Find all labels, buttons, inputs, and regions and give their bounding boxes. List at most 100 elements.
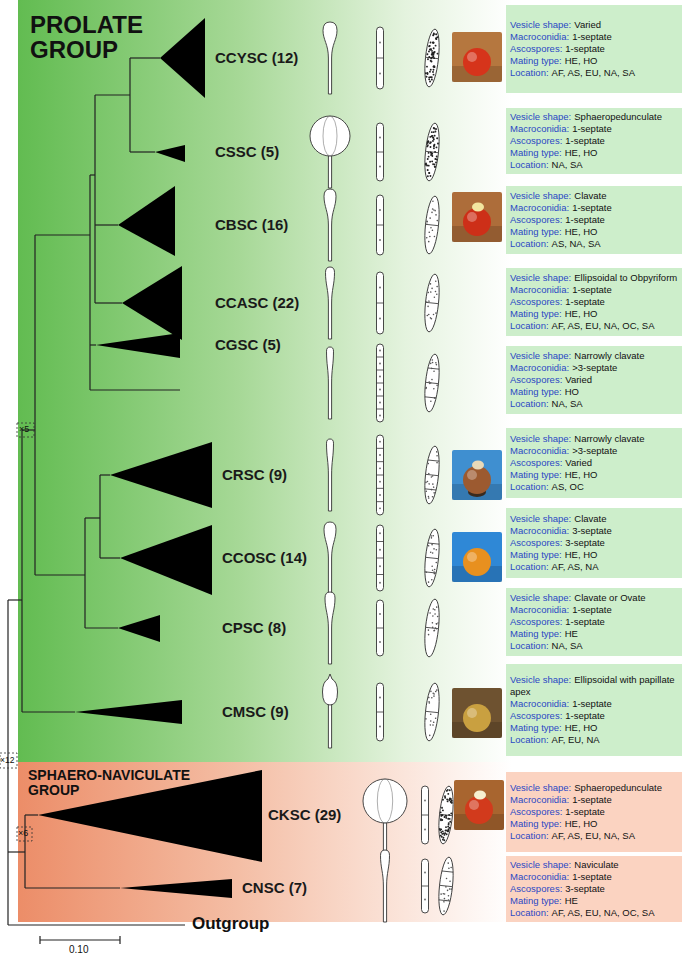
trait-line: Vesicle shape:Clavate — [510, 190, 678, 202]
trait-value: 1-septate — [572, 871, 612, 882]
trait-label: Macroconidia: — [510, 362, 569, 373]
trait-value: Varied — [565, 374, 592, 385]
trait-line: Ascospores:1-septate — [510, 135, 678, 147]
trait-label: Macroconidia: — [510, 31, 569, 42]
trait-label: Mating type: — [510, 147, 562, 158]
trait-label: Location: — [510, 398, 549, 409]
trait-line: Mating type:HE, HO — [510, 722, 678, 734]
trait-label: Location: — [510, 561, 549, 572]
trait-label: Vesicle shape: — [510, 513, 571, 524]
trait-line: Vesicle shape:Ellipsoidal to Obpyriform — [510, 272, 678, 284]
trait-label: Macroconidia: — [510, 284, 569, 295]
trait-label: Vesicle shape: — [510, 190, 571, 201]
trait-value: Varied — [565, 457, 592, 468]
trait-line: Location:NA, SA — [510, 640, 678, 652]
trait-label: Location: — [510, 734, 549, 745]
trait-line: Macroconidia:1-septate — [510, 871, 678, 883]
clade-node: CKSC (29) — [38, 770, 343, 862]
trait-box: Vesicle shape:Clavate or OvateMacroconid… — [506, 588, 682, 656]
trait-box: Vesicle shape:SphaeropedunculateMacrocon… — [506, 108, 682, 174]
trait-label: Vesicle shape: — [510, 782, 571, 793]
trait-label: Location: — [510, 67, 549, 78]
trait-label: Macroconidia: — [510, 525, 569, 536]
trait-label: Ascospores: — [510, 883, 562, 894]
trait-value: HE, HO — [565, 226, 598, 237]
trait-label: Mating type: — [510, 386, 562, 397]
break-label: ×12 — [0, 755, 14, 765]
trait-value: HE — [565, 895, 578, 906]
clade-node: CNSC (7) — [120, 879, 309, 898]
trait-line: Vesicle shape:Clavate — [510, 513, 678, 525]
trait-value: Varied — [574, 19, 601, 30]
trait-line: Mating type:HE, HO — [510, 469, 678, 481]
trait-label: Ascospores: — [510, 616, 562, 627]
trait-line: Vesicle shape:Ellipsoidal with papillate… — [510, 674, 678, 698]
trait-box: Vesicle shape:Narrowly clavateMacroconid… — [506, 428, 682, 498]
trait-line: Macroconidia:1-septate — [510, 794, 678, 806]
trait-line: Ascospores:Varied — [510, 374, 678, 386]
trait-label: Location: — [510, 640, 549, 651]
trait-line: Ascospores:1-septate — [510, 296, 678, 308]
trait-line: Vesicle shape:Sphaeropedunculate — [510, 782, 678, 794]
trait-line: Location:AF, AS, EU, NA, OC, SA — [510, 320, 678, 332]
clade-name: CCASC (22) — [215, 294, 299, 311]
trait-value: 1-septate — [565, 806, 605, 817]
collapsed-clade-triangle — [110, 442, 212, 508]
trait-label: Mating type: — [510, 895, 562, 906]
trait-value: 1-septate — [565, 214, 605, 225]
clade-name: CRSC (9) — [222, 466, 287, 483]
trait-label: Mating type: — [510, 469, 562, 480]
clade-node: CRSC (9) — [110, 442, 289, 508]
trait-line: Vesicle shape:Sphaeropedunculate — [510, 111, 678, 123]
trait-label: Macroconidia: — [510, 202, 569, 213]
trait-label: Mating type: — [510, 55, 562, 66]
clade-node: CCOSC (14) — [120, 525, 309, 595]
trait-value: AS, OC — [552, 481, 584, 492]
trait-label: Ascospores: — [510, 537, 562, 548]
trait-value: NA, SA — [552, 398, 583, 409]
trait-value: >3-septate — [572, 362, 617, 373]
trait-box: Vesicle shape:Ellipsoidal with papillate… — [506, 664, 682, 756]
trait-line: Location:AF, AS, NA — [510, 561, 678, 573]
trait-value: HE, HO — [565, 147, 598, 158]
branch-break-box — [0, 753, 17, 768]
trait-value: Clavate — [574, 513, 606, 524]
trait-line: Mating type:HE, HO — [510, 308, 678, 320]
trait-value: AF, AS, EU, NA, SA — [552, 830, 635, 841]
trait-value: AF, AS, EU, NA, OC, SA — [552, 320, 655, 331]
trait-label: Vesicle shape: — [510, 272, 571, 283]
trait-line: Vesicle shape:Naviculate — [510, 859, 678, 871]
trait-line: Mating type:HE, HO — [510, 55, 678, 67]
trait-value: >3-septate — [572, 445, 617, 456]
trait-label: Location: — [510, 481, 549, 492]
clade-node: CBSC (16) — [118, 186, 290, 256]
trait-box: Vesicle shape:ClavateMacroconidia:3-sept… — [506, 508, 682, 578]
trait-value: 1-septate — [572, 698, 612, 709]
trait-line: Macroconidia:>3-septate — [510, 445, 678, 457]
collapsed-clade-triangle — [96, 333, 180, 358]
trait-box: Vesicle shape:NaviculateMacroconidia:1-s… — [506, 856, 682, 922]
clade-name: CBSC (16) — [215, 216, 288, 233]
trait-value: AS, NA, SA — [552, 238, 601, 249]
trait-line: Ascospores:1-septate — [510, 43, 678, 55]
trait-line: Vesicle shape:Varied — [510, 19, 678, 31]
trait-line: Mating type:HE, HO — [510, 226, 678, 238]
trait-value: HE — [565, 628, 578, 639]
trait-value: 3-septate — [565, 537, 605, 548]
trait-value: AF, AS, NA — [552, 561, 599, 572]
trait-label: Mating type: — [510, 722, 562, 733]
trait-label: Ascospores: — [510, 374, 562, 385]
trait-label: Location: — [510, 159, 549, 170]
trait-label: Macroconidia: — [510, 794, 569, 805]
trait-line: Mating type:HE, HO — [510, 818, 678, 830]
trait-box: Vesicle shape:Ellipsoidal to ObpyriformM… — [506, 268, 682, 336]
trait-line: Location:AS, NA, SA — [510, 238, 678, 250]
collapsed-clade-triangle — [155, 145, 185, 162]
trait-value: HE, HO — [565, 818, 598, 829]
clade-name: CNSC (7) — [242, 879, 307, 896]
tree-branch — [8, 924, 185, 925]
trait-label: Vesicle shape: — [510, 111, 571, 122]
trait-line: Macroconidia:3-septate — [510, 525, 678, 537]
trait-box: Vesicle shape:SphaeropedunculateMacrocon… — [506, 772, 682, 852]
trait-label: Mating type: — [510, 549, 562, 560]
